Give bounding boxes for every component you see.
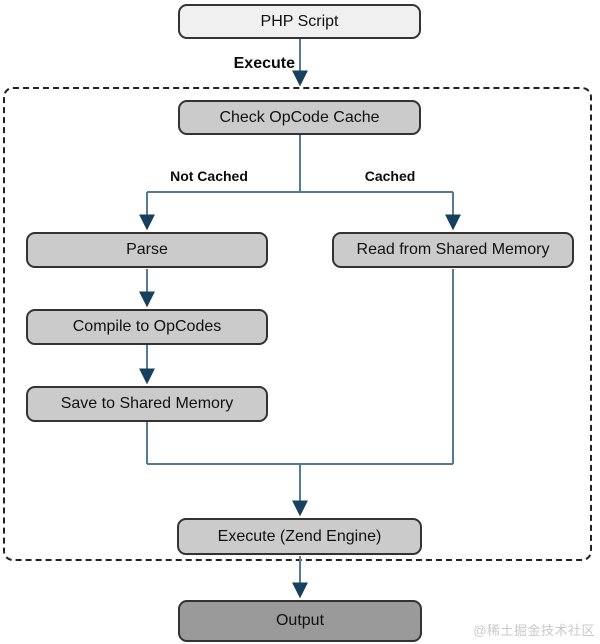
node-execute-zend-engine: Execute (Zend Engine) (177, 518, 422, 555)
node-check-opcode-cache: Check OpCode Cache (178, 100, 421, 135)
node-compile-to-opcodes: Compile to OpCodes (26, 309, 268, 345)
node-parse: Parse (26, 232, 268, 268)
edge-label-not-cached: Not Cached (170, 168, 248, 184)
watermark-text: @稀土掘金技术社区 (473, 623, 595, 638)
node-output: Output (178, 600, 422, 642)
edge-label-cached: Cached (364, 168, 416, 184)
node-php-script: PHP Script (178, 4, 421, 39)
opcache-boundary-region (3, 87, 592, 561)
node-save-to-shared-memory: Save to Shared Memory (26, 386, 268, 422)
node-read-from-shared-memory: Read from Shared Memory (332, 232, 574, 268)
edge-label-execute: Execute (233, 55, 295, 72)
